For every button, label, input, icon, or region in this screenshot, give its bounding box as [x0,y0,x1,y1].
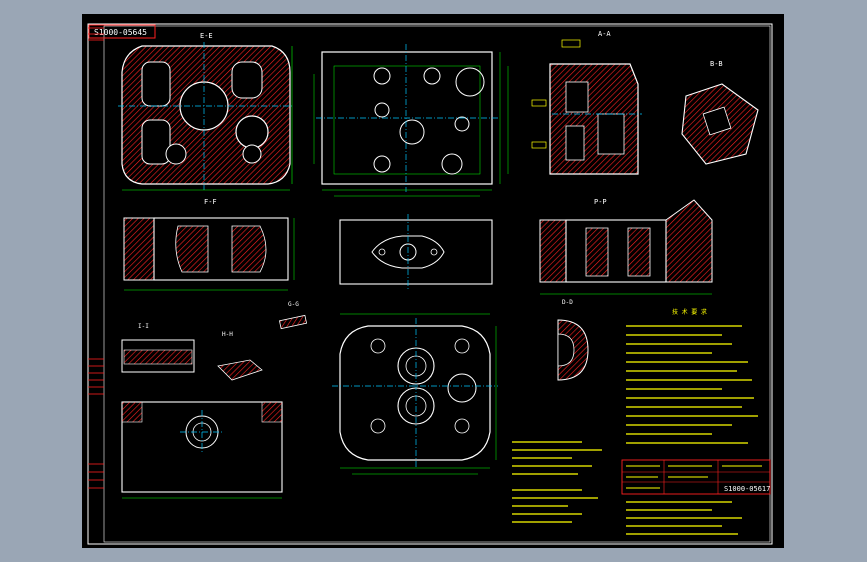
notes-text-lines [512,325,758,535]
section-view-p-p: P-P [539,198,713,295]
drawing-code-bottom: S1000-05617 [724,485,770,493]
drawing-canvas: S1000-05645 E-E [82,14,784,548]
section-view-d-d: D-D [557,299,589,381]
section-view-h-h: H-H [217,331,263,381]
cad-drawing: S1000-05645 E-E [87,23,773,545]
section-view-g-g: G-G [278,301,308,330]
section-label-g-g: G-G [288,301,299,308]
section-label-a-a: A-A [598,30,611,38]
front-view [339,214,493,290]
notes-title: 技 术 要 求 [672,308,707,316]
section-label-f-f: F-F [204,198,217,206]
section-label-h-h: H-H [222,331,233,338]
section-label-b-b: B-B [710,60,723,68]
section-view-e-e: E-E [118,32,294,191]
section-label-e-e: E-E [200,32,213,40]
section-view-i-i: I-I [121,323,195,373]
title-block: S1000-05617 [621,459,771,495]
section-view-f-f: F-F [123,198,295,291]
code-box [88,24,156,39]
drawing-frame: S1000-05645 [87,23,773,545]
left-strip [88,27,104,489]
drawing-code-top: S1000-05645 [94,28,147,37]
section-view-b-b: B-B [681,60,759,165]
technical-notes: 技 术 要 求 [512,308,758,535]
section-label-d-d: D-D [562,299,573,306]
bottom-main-view [332,313,498,475]
section-label-i-i: I-I [138,323,149,330]
section-label-p-p: P-P [594,198,607,206]
main-top-view [313,44,509,197]
bottom-left-view [121,401,283,499]
section-view-a-a: A-A [531,30,642,175]
